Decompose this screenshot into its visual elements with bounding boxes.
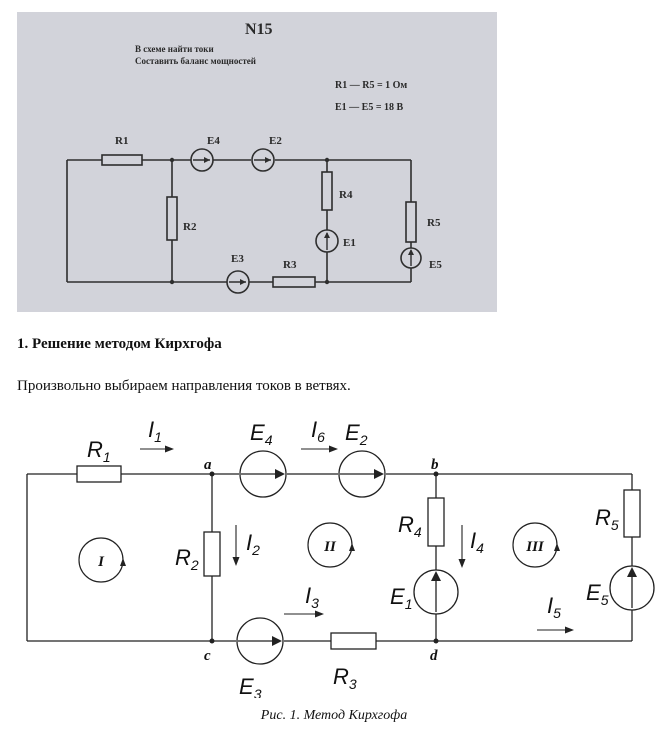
current-i6-arrow [329,445,338,453]
label-e2: E2 [345,420,368,448]
current-i2-arrow [232,557,240,566]
node-a-dot [209,471,215,477]
resistor-r3 [330,632,377,650]
label-i6: I6 [311,417,325,445]
photo-label-e2: E2 [269,135,282,147]
section-heading: 1. Решение методом Кирхгофа [17,336,222,352]
current-i1-arrow [165,445,174,453]
label-e5: E5 [586,580,609,608]
loop-ii-label: II [323,539,337,555]
photo-resistor-r3 [272,276,316,288]
node-d-label: d [430,648,438,664]
node-d-dot [433,638,439,644]
node-b-label: b [431,457,439,473]
node-a-label: a [204,457,212,473]
current-i5-arrow [565,626,574,634]
photo-label-r4: R4 [339,189,353,201]
resistor-r1 [76,465,122,483]
label-i1: I1 [148,417,162,445]
node-b-dot [433,471,439,477]
node-c-label: c [204,648,211,664]
kirchhoff-diagram: a b c d I II III R1 R2 R3 R4 R5 E4 E2 E3… [26,417,655,698]
resistor-r4 [427,497,445,547]
photo-circuit [66,159,412,283]
node-c-dot [209,638,215,644]
photo-label-r5: R5 [427,217,441,229]
label-r3: R3 [333,664,357,692]
intro-text: Произвольно выбираем направления токов в… [17,378,351,394]
problem-photo: N15 В схеме найти токи Составить баланс … [17,12,497,312]
photo-label-e3: E3 [231,253,244,265]
source-e4-arrow [275,469,285,479]
photo-label-e4: E4 [207,135,220,147]
label-e1: E1 [390,584,412,612]
loop-i-arrow [120,558,126,566]
label-e3: E3 [239,674,262,698]
photo-resistor-r2 [166,196,178,241]
photo-task-line-2: Составить баланс мощностей [135,56,256,66]
photo-param-e: E1 — E5 = 18 В [335,102,404,113]
loop-iii-label: III [525,539,545,555]
label-i5: I5 [547,593,561,621]
source-e2-arrow [374,469,384,479]
current-i3-arrow [315,610,324,618]
photo-resistor-r1 [101,154,143,166]
resistor-r2 [203,531,221,577]
label-i3: I3 [305,583,319,611]
loop-iii-arrow [554,543,560,551]
current-i4-arrow [458,559,466,568]
photo-label-e5: E5 [429,259,442,271]
source-e1-arrow [431,571,441,581]
photo-title: N15 [245,21,273,38]
source-e3-arrow [272,636,282,646]
photo-resistor-r4 [321,171,333,211]
loop-i-label: I [97,554,105,570]
label-r5: R5 [595,505,619,533]
source-e5-arrow [627,567,637,577]
label-i4: I4 [470,528,484,556]
photo-label-r1: R1 [115,135,128,147]
photo-param-r: R1 — R5 = 1 Ом [335,80,407,91]
photo-label-e1: E1 [343,237,356,249]
label-r4: R4 [398,512,422,540]
label-i2: I2 [246,530,260,558]
label-r2: R2 [175,545,199,573]
photo-label-r2: R2 [183,221,197,233]
label-e4: E4 [250,420,273,448]
resistor-r5 [623,489,641,538]
photo-task-line-1: В схеме найти токи [135,44,214,54]
figure-caption: Рис. 1. Метод Кирхгофа [260,708,408,723]
diagram-wires [26,473,633,642]
loop-ii-arrow [349,543,355,551]
photo-label-r3: R3 [283,259,297,271]
photo-resistor-r5 [405,201,417,243]
label-r1: R1 [87,437,111,465]
